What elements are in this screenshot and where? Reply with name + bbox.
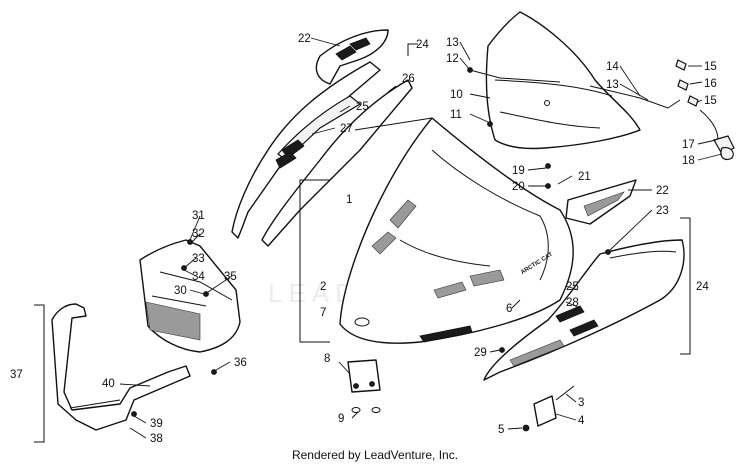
callout-32: 32 [192,228,205,240]
callout-6: 6 [506,303,512,315]
bracket-24-top [407,43,418,56]
callout-12: 12 [446,53,459,65]
callout-15-bottom: 15 [704,95,717,107]
gauge-visor-part [315,29,389,85]
callout-22-right: 22 [656,185,669,197]
callout-22-top: 22 [298,33,311,45]
front-bumper-part [51,303,191,431]
callout-39: 39 [150,418,163,430]
callout-11: 11 [450,109,462,121]
side-panel-part [483,239,685,381]
callout-36: 36 [234,357,247,369]
callout-5: 5 [498,424,504,436]
bracket-2-7 [299,179,330,343]
hood-part: ARCTIC CAT [339,117,574,344]
callout-13-right: 13 [606,79,619,91]
callout-38: 38 [150,433,163,445]
callout-1: 1 [346,194,352,206]
render-credit: Rendered by LeadVenture, Inc. [291,448,459,462]
callout-18: 18 [682,155,695,167]
callout-7: 7 [320,307,326,319]
bracket-1 [354,117,433,131]
hinge-hardware-part [522,385,575,432]
callout-25-top: 25 [356,101,369,113]
callout-2: 2 [320,281,326,293]
callout-33: 33 [192,253,205,265]
callout-24-right: 24 [696,281,709,293]
callout-26: 26 [402,73,415,85]
callout-28: 28 [566,297,579,309]
callout-40: 40 [102,378,115,390]
callout-21: 21 [578,171,591,183]
callout-14: 14 [606,61,619,73]
callout-15-top: 15 [704,61,717,73]
leader-lines [119,37,723,439]
callout-20: 20 [512,181,525,193]
callout-37: 37 [10,369,23,381]
windshield-trim-part [467,59,735,161]
callout-4: 4 [578,415,585,427]
bracket-24-right [680,217,691,355]
callout-23: 23 [656,205,669,217]
callout-35: 35 [224,271,237,283]
bracket-37 [34,304,45,443]
side-vent-part [565,179,637,225]
callout-8: 8 [324,353,330,365]
callout-3: 3 [578,397,584,409]
callout-10: 10 [450,89,463,101]
callout-27: 27 [340,123,353,135]
callout-29: 29 [474,347,487,359]
windshield-part [485,11,641,150]
nose-cone-part [139,239,241,353]
callout-25-right: 25 [566,281,579,293]
callout-16: 16 [704,78,717,90]
callout-31: 31 [192,210,205,222]
callout-30: 30 [174,285,187,297]
callout-9: 9 [338,413,344,425]
callout-17: 17 [682,139,695,151]
callout-19: 19 [512,165,525,177]
callout-34: 34 [192,271,205,283]
callout-13-top: 13 [446,37,459,49]
callout-24-top: 24 [416,39,429,51]
callout-labels: 1 2 3 4 5 6 7 8 9 10 11 12 13 13 14 15 1… [10,33,717,445]
latch-bracket-part [347,359,381,413]
